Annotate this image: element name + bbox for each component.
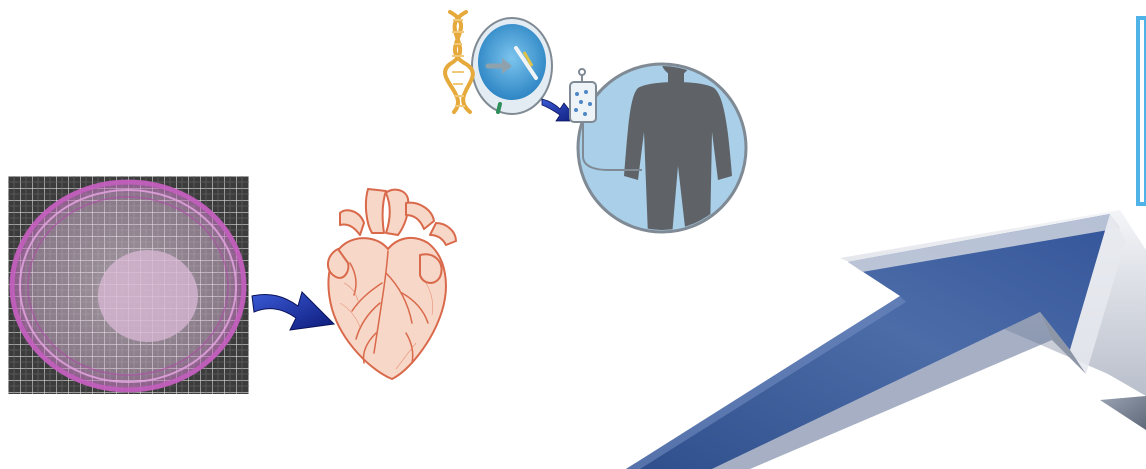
large-arrow-icon [600, 200, 1146, 469]
heart-illustration [316, 183, 466, 383]
petri-dish-photo [8, 176, 249, 394]
dna-cell-icon [440, 8, 555, 118]
cropped-panel [1138, 18, 1146, 204]
